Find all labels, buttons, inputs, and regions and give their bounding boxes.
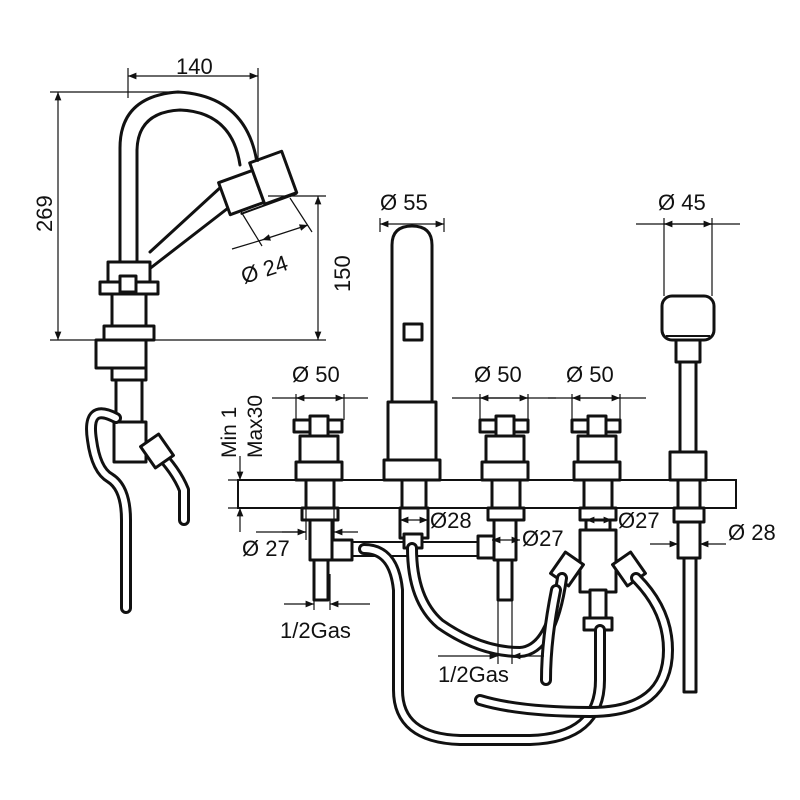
label-deck-max: Max30 xyxy=(244,395,267,458)
spout-arm xyxy=(146,184,234,272)
dim-handle-left: Ø 50 xyxy=(272,362,368,420)
label-spout-height: 150 xyxy=(330,255,355,292)
aerator xyxy=(217,149,299,217)
label-hand-shower-diameter: Ø 45 xyxy=(658,190,706,215)
label-deck-min: Min 1 xyxy=(218,407,241,458)
nut xyxy=(110,366,148,382)
dim-hand-shower: Ø 45 xyxy=(636,190,740,296)
label-center-spout-diameter: Ø 55 xyxy=(380,190,428,215)
middle-valve xyxy=(478,414,530,602)
dim-shank-left: Ø 27 xyxy=(242,508,358,561)
label-shank-left-diameter: Ø 27 xyxy=(242,536,290,561)
body-collar xyxy=(102,324,156,342)
dim-handle-right: Ø 50 xyxy=(548,362,646,420)
spout-inner-outline xyxy=(135,108,242,264)
connector-pipe xyxy=(330,532,496,562)
dim-aerator: Ø 24 xyxy=(231,197,313,289)
dim-shower-shank: Ø 28 xyxy=(650,520,776,548)
handle-cap xyxy=(118,274,138,294)
dim-spout-height: 150 xyxy=(150,195,355,341)
label-spout-width: 140 xyxy=(176,54,213,79)
label-aerator-diameter: Ø 24 xyxy=(238,250,291,289)
base xyxy=(94,338,148,370)
label-handle-right-diameter: Ø 50 xyxy=(566,362,614,387)
label-total-height: 269 xyxy=(32,195,57,232)
valve-block xyxy=(112,420,148,464)
side-fitting xyxy=(139,432,175,470)
label-handle-mid-diameter: Ø 50 xyxy=(474,362,522,387)
label-inlet-center: 1/2Gas xyxy=(438,662,509,687)
body xyxy=(110,292,148,330)
hand-shower xyxy=(660,294,716,694)
dim-shank-middle: Ø27 xyxy=(492,526,564,551)
dim-total-height: 269 xyxy=(32,91,172,341)
label-shank-center-diameter: Ø28 xyxy=(430,508,472,533)
label-shank-right-diameter: Ø27 xyxy=(618,508,660,533)
center-spout xyxy=(382,224,442,540)
label-handle-left-diameter: Ø 50 xyxy=(292,362,340,387)
dim-deck-thickness: Min 1 Max30 xyxy=(218,395,267,532)
dim-shank-center: Ø28 xyxy=(400,508,472,533)
label-inlet-left: 1/2Gas xyxy=(280,618,351,643)
dim-handle-middle: Ø 50 xyxy=(452,362,556,420)
spout-outline xyxy=(118,90,260,264)
side-view xyxy=(85,90,299,614)
front-view xyxy=(237,224,737,746)
dim-spout-width: 140 xyxy=(127,54,259,162)
label-shower-shank-diameter: Ø 28 xyxy=(728,520,776,545)
dim-shank-right: Ø27 xyxy=(586,508,660,533)
left-valve xyxy=(292,414,344,602)
dim-inlet-left: 1/2Gas xyxy=(280,574,370,643)
dim-center-spout: Ø 55 xyxy=(379,190,445,232)
hoses xyxy=(358,542,674,746)
label-shank-mid-diameter: Ø27 xyxy=(522,526,564,551)
dim-inlet-center: 1/2Gas xyxy=(438,600,544,687)
